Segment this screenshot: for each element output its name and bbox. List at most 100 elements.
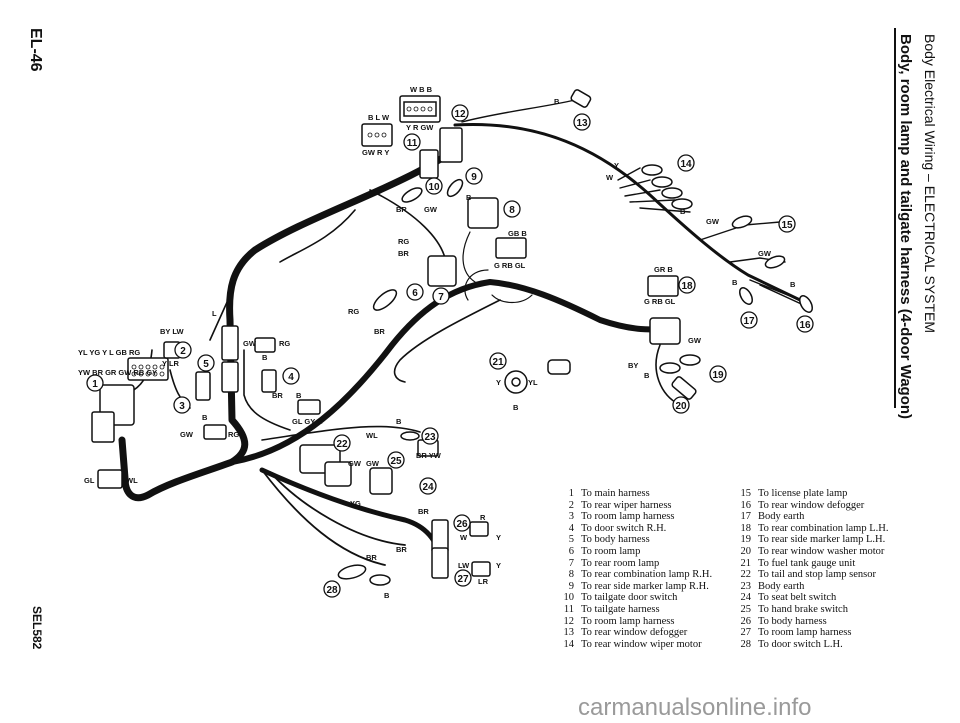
legend-item-number: 5	[568, 534, 574, 546]
callout-25: 25	[387, 451, 405, 469]
wire-label: B	[466, 193, 472, 202]
legend-item-number: 24	[740, 592, 752, 604]
wire-label: B	[296, 391, 302, 400]
legend-item-text: Body earth	[758, 511, 805, 523]
connector-harness-12b	[439, 127, 463, 163]
callout-20: 20	[672, 396, 690, 414]
pin	[374, 132, 380, 138]
legend-item-text: To rear window defogger	[581, 627, 688, 639]
legend-item-number: 1	[568, 488, 574, 499]
legend-item-number: 23	[740, 580, 752, 592]
callout-13: 13	[573, 113, 591, 131]
svg-text:12: 12	[454, 109, 466, 120]
wire-label: R	[480, 513, 486, 522]
svg-text:26: 26	[456, 519, 468, 530]
legend-item-text: To room lamp harness	[758, 627, 852, 639]
socket-15a	[731, 215, 753, 229]
socket-14a	[641, 164, 663, 176]
callout-22: 22	[333, 434, 351, 452]
callout-23: 23	[421, 427, 439, 445]
wire-label: LW	[458, 561, 470, 570]
wire-label: BR	[366, 553, 377, 562]
pin	[367, 132, 373, 138]
wire-label: L	[212, 309, 217, 318]
wire-label: Y	[496, 561, 501, 570]
wire-label: Y	[614, 161, 619, 170]
wire-label: BR	[272, 391, 283, 400]
wire-label: RG	[348, 307, 359, 316]
wire-label: GW	[758, 249, 772, 258]
legend-item-number: 14	[563, 638, 575, 650]
legend-item-number: 8	[568, 569, 574, 581]
legend-item-text: To seat belt switch	[758, 592, 837, 604]
wire-label: B	[554, 97, 560, 106]
wire-label: BY	[628, 361, 638, 370]
legend-item-number: 19	[740, 534, 752, 546]
wire-label: RG	[398, 237, 409, 246]
legend-item-text: Body earth	[758, 580, 805, 592]
svg-text:6: 6	[412, 288, 418, 299]
wire-label: BR	[398, 249, 409, 258]
pin	[159, 364, 165, 370]
svg-text:24: 24	[422, 482, 434, 493]
wire-label: BR YW	[416, 451, 442, 460]
connector-22b	[324, 461, 352, 487]
connector-7	[427, 255, 457, 287]
callout-7: 7	[432, 287, 450, 305]
wire-label: W	[460, 533, 468, 542]
pin	[152, 371, 158, 377]
wire-label: B	[644, 371, 650, 380]
pin	[406, 106, 412, 112]
harness-door-branch	[261, 469, 406, 566]
svg-text:4: 4	[288, 372, 294, 383]
legend-item-number: 6	[568, 545, 574, 557]
connector-4	[261, 369, 277, 393]
wire-label: GW	[348, 459, 362, 468]
legend-item-number: 9	[568, 580, 574, 592]
svg-text:7: 7	[438, 292, 444, 303]
connector-26	[431, 519, 449, 553]
svg-text:9: 9	[471, 172, 477, 183]
legend-item-text: To door switch L.H.	[758, 638, 843, 650]
connector-11b	[419, 149, 439, 179]
harness-lower-rings	[462, 231, 533, 304]
legend-item-text: To room lamp	[581, 545, 641, 557]
wire-label: WL	[126, 476, 138, 485]
connector-8-mate	[495, 237, 527, 259]
legend-item-number: 12	[563, 615, 575, 627]
connector-24	[369, 467, 393, 495]
wire-label: B	[680, 207, 686, 216]
socket-15b	[764, 255, 786, 269]
connector-13	[570, 89, 592, 108]
callout-6: 6	[406, 283, 424, 301]
legend-item-number: 18	[740, 522, 752, 534]
connector-gr-mid	[647, 275, 679, 297]
harness-thin-loop	[209, 189, 446, 441]
wire-label: BR	[418, 507, 429, 516]
socket-19b	[679, 354, 701, 366]
callout-1: 1	[86, 374, 104, 392]
svg-text:14: 14	[680, 159, 692, 170]
legend-item: 6 To room lamp	[550, 546, 712, 558]
svg-text:18: 18	[681, 281, 693, 292]
socket-14b	[651, 176, 673, 188]
legend-item-number: 4	[568, 522, 574, 534]
pin	[131, 371, 137, 377]
wire-label: W B B	[410, 85, 433, 94]
legend-item-number: 28	[740, 638, 752, 650]
legend-item-text: To rear side marker lamp R.H.	[581, 580, 709, 592]
legend-item-text: To main harness	[581, 488, 650, 499]
